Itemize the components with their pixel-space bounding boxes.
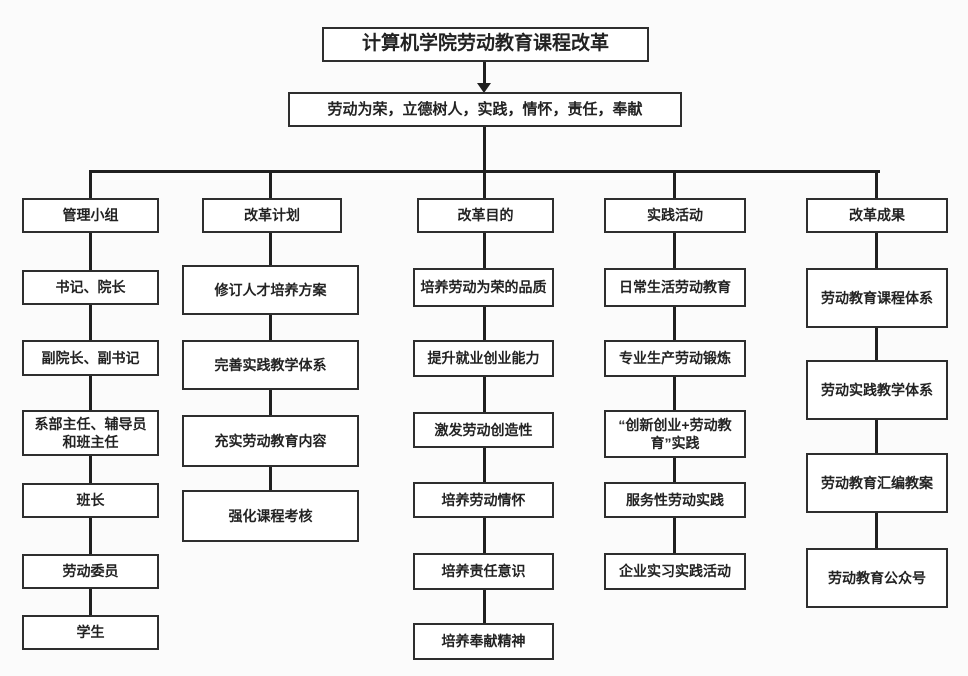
column-4-item-1: 日常生活劳动教育 [604,268,746,307]
column-2-item-1: 修订人才培养方案 [182,265,359,315]
connector-motto-branch [483,126,486,171]
column-1-item-5: 劳动委员 [22,554,159,589]
column-1-item-2: 副院长、副书记 [22,340,159,376]
column-3-item-4: 培养劳动情怀 [413,482,554,518]
column-1-item-1: 书记、院长 [22,270,159,305]
branch-drop-2 [269,170,272,199]
branch-drop-5 [875,170,878,199]
column-2-item-3: 充实劳动教育内容 [182,415,359,467]
column-1-item-4: 班长 [22,483,159,518]
branch-drop-1 [89,170,92,199]
column-5-header: 改革成果 [806,198,948,233]
column-2-item-4: 强化课程考核 [182,490,359,542]
column-2-header: 改革计划 [202,198,342,233]
branch-drop-3 [483,170,486,199]
column-3-item-5: 培养责任意识 [413,553,554,590]
column-3-header: 改革目的 [417,198,554,233]
column-3-item-6: 培养奉献精神 [413,623,554,660]
column-4-item-2: 专业生产劳动锻炼 [604,340,746,377]
column-5-item-2: 劳动实践教学体系 [806,360,948,420]
column-3-item-3: 激发劳动创造性 [413,412,554,448]
root-title-node: 计算机学院劳动教育课程改革 [322,27,649,62]
column-4-item-3: “创新创业+劳动教育”实践 [604,410,746,458]
connector-title-motto [483,61,486,85]
column-5-item-4: 劳动教育公众号 [806,548,948,608]
down-arrow-icon [477,83,491,93]
column-4-spine [673,233,676,556]
column-1-header: 管理小组 [22,198,159,233]
column-4-item-5: 企业实习实践活动 [604,553,746,590]
column-1-item-3: 系部主任、辅导员和班主任 [22,410,159,456]
motto-node: 劳动为荣，立德树人，实践，情怀，责任，奉献 [288,92,682,127]
branch-drop-4 [673,170,676,199]
column-1-item-6: 学生 [22,615,159,650]
column-3-item-2: 提升就业创业能力 [413,340,554,377]
column-3-item-1: 培养劳动为荣的品质 [413,268,554,307]
column-5-item-1: 劳动教育课程体系 [806,268,948,328]
column-4-header: 实践活动 [604,198,746,233]
column-4-item-4: 服务性劳动实践 [604,482,746,518]
column-5-item-3: 劳动教育汇编教案 [806,453,948,513]
column-2-item-2: 完善实践教学体系 [182,340,359,390]
